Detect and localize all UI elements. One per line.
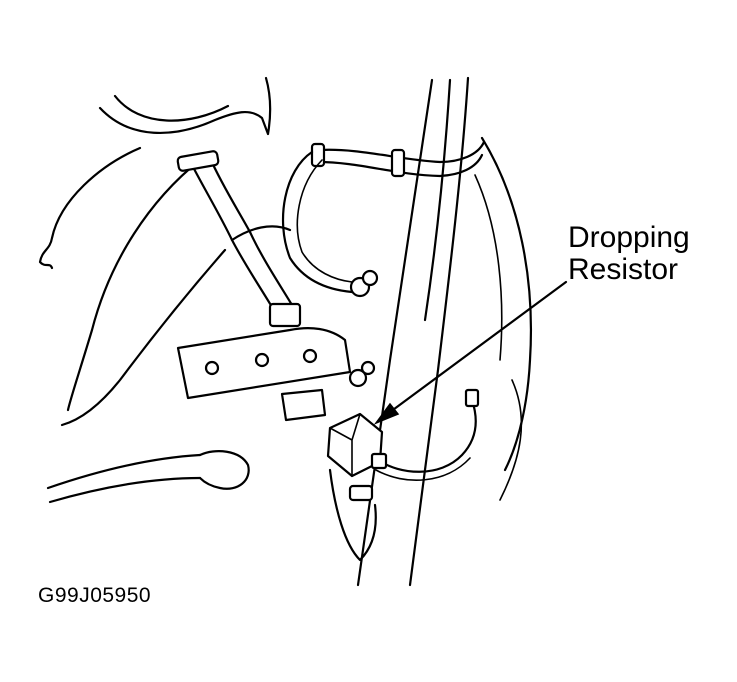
bolt: [361, 269, 379, 287]
fender-lower-curve: [60, 248, 227, 427]
wiring-harness-top: [318, 140, 486, 164]
figure-id: G99J05950: [38, 584, 152, 607]
wire-loop: [281, 150, 354, 294]
strut-left-edge: [356, 78, 434, 587]
strut-inner-line: [423, 78, 452, 322]
wiring-harness-top-lower: [316, 153, 484, 178]
harness-branch: [230, 225, 292, 242]
fender-curve: [38, 146, 142, 270]
wire-terminal: [370, 452, 388, 470]
harness-clamp: [310, 142, 326, 168]
resistor-wire-inner: [375, 457, 471, 481]
right-panel-edge: [499, 379, 523, 501]
strut-right-edge: [408, 76, 470, 587]
bracket-hole: [302, 348, 318, 364]
wire-loop-inner: [296, 159, 353, 283]
lower-block: [280, 388, 327, 422]
hose-upper-edge: [46, 453, 202, 490]
bracket-hole: [204, 360, 220, 376]
harness-clamp: [176, 150, 220, 172]
callout-label-line1: Dropping: [568, 221, 690, 254]
right-panel-inner-curve: [474, 174, 503, 361]
bracket-hole: [254, 352, 270, 368]
fender-inner-curve: [66, 158, 202, 412]
resistor-face-line: [329, 413, 361, 477]
callout-leader-line: [380, 280, 568, 420]
callout-label: Dropping Resistor: [568, 222, 690, 286]
left-harness-edge: [208, 156, 294, 307]
hose-end-bulb: [198, 450, 250, 490]
harness-clamp: [390, 148, 406, 178]
right-panel-curve: [480, 136, 533, 472]
callout-arrowhead: [373, 402, 400, 425]
bolt: [348, 368, 368, 388]
callout-label-line2: Resistor: [568, 253, 679, 286]
strut-lower-bracket: [328, 468, 377, 562]
resistor-wire: [376, 398, 477, 473]
body-panel-outline: [98, 76, 272, 136]
bolt: [360, 360, 376, 376]
hose-lower-edge: [48, 476, 202, 504]
bracket-tab: [268, 302, 302, 328]
wire-connector: [464, 388, 480, 408]
harness-clamp: [348, 484, 374, 502]
